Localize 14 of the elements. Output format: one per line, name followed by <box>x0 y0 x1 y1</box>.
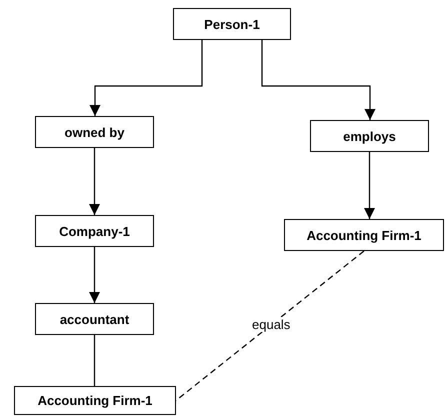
node-box: accountant <box>35 303 154 335</box>
node-box: Person-1 <box>173 8 291 40</box>
arrow <box>90 40 203 116</box>
line <box>94 335 96 386</box>
arrow <box>261 40 376 120</box>
arrow <box>89 247 100 303</box>
node-box: Company-1 <box>35 215 154 247</box>
edge-label: equals <box>250 316 292 332</box>
node-box: Accounting Firm-1 <box>14 386 176 415</box>
node-box: owned by <box>35 116 154 148</box>
node-box: employs <box>310 120 429 152</box>
node-box: Accounting Firm-1 <box>284 219 444 251</box>
arrow <box>89 148 100 215</box>
arrow <box>364 152 375 219</box>
